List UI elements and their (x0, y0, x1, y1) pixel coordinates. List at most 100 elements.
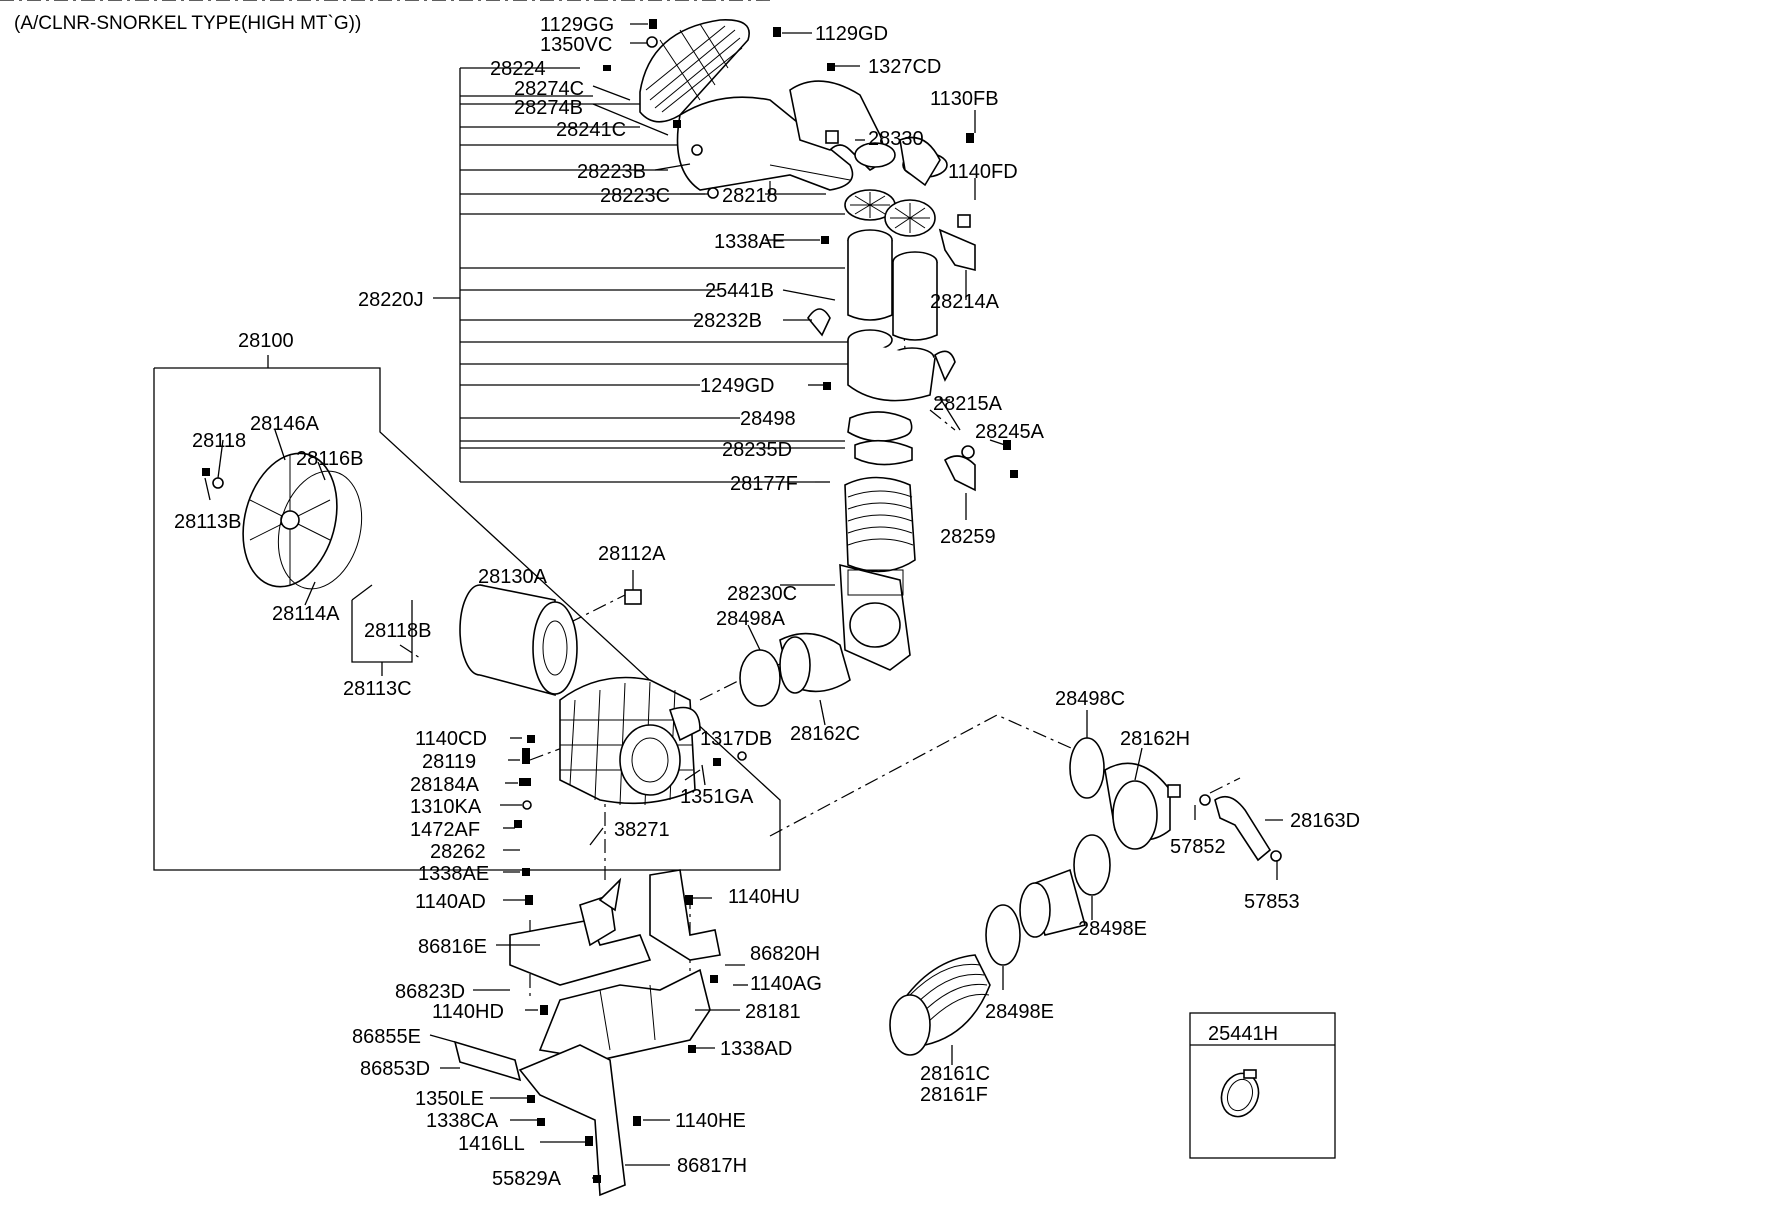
label-28498E-a: 28498E (1078, 918, 1147, 940)
label-1350LE: 1350LE (415, 1088, 484, 1110)
label-28181: 28181 (745, 1001, 801, 1023)
label-1327CD: 1327CD (868, 56, 941, 78)
snorkel-cover-grille (639, 19, 854, 191)
label-28162C: 28162C (790, 723, 860, 745)
label-57853: 57853 (1244, 891, 1300, 913)
label-28112A: 28112A (598, 543, 666, 565)
bellows-hose-28161C (889, 954, 991, 1056)
label-28163D: 28163D (1290, 810, 1360, 832)
label-1338AD: 1338AD (720, 1038, 792, 1060)
label-28116B: 28116B (296, 448, 363, 470)
inset-box-25441H (1189, 1012, 1336, 1159)
label-86820H: 86820H (750, 943, 820, 965)
label-28224: 28224 (490, 58, 546, 80)
label-57852: 57852 (1170, 836, 1226, 858)
clamp-28498E-lower (985, 904, 1021, 966)
label-28130A: 28130A (478, 566, 548, 588)
fastener-marks (202, 19, 1018, 1183)
part-labels: 1129GG 1350VC 1129GD 1327CD 1130FB 28224… (174, 14, 1360, 1190)
label-28113C: 28113C (343, 678, 412, 700)
label-28498A: 28498A (716, 608, 786, 630)
label-28161C: 28161C (920, 1063, 990, 1085)
label-1140HD: 1140HD (432, 1001, 504, 1023)
hose-28162C (739, 632, 851, 707)
clamp-28232B (807, 308, 956, 382)
label-25441H: 25441H (1208, 1023, 1278, 1045)
bracket-28259 (943, 445, 976, 492)
label-28230C: 28230C (727, 583, 797, 605)
label-1130FB: 1130FB (930, 88, 999, 110)
label-28161F: 28161F (920, 1084, 988, 1106)
clamp-28498C (1069, 737, 1105, 799)
label-28177F: 28177F (730, 473, 798, 495)
seal-28498 (847, 411, 913, 466)
label-28113B: 28113B (174, 511, 241, 533)
label-38271: 38271 (614, 819, 670, 841)
label-1140FD: 1140FD (948, 161, 1018, 183)
label-1129GG: 1129GG (540, 14, 614, 36)
hose-clamp-icon (1220, 1072, 1260, 1118)
label-28214A: 28214A (930, 291, 1000, 313)
label-28330: 28330 (868, 128, 924, 150)
label-28215A: 28215A (933, 393, 1003, 415)
label-86816E: 86816E (418, 936, 487, 958)
label-28241C: 28241C (556, 119, 626, 141)
filter-element-28130A (459, 584, 578, 697)
mount-bracket-86823D (509, 877, 652, 986)
mount-bracket-86820H (649, 869, 721, 961)
vent-fans-28218 (844, 189, 936, 237)
bracket-28214A (938, 214, 976, 272)
label-28262: 28262 (430, 841, 486, 863)
label-28274B: 28274B (514, 97, 583, 119)
label-28119: 28119 (422, 751, 476, 773)
label-28114A: 28114A (272, 603, 340, 625)
label-86817H: 86817H (677, 1155, 747, 1177)
label-86855E: 86855E (352, 1026, 421, 1048)
housing-28230C (839, 563, 911, 671)
label-1140AG: 1140AG (750, 973, 822, 995)
label-28223B: 28223B (577, 161, 646, 183)
mount-bracket-86817H (518, 1044, 626, 1197)
label-28118B: 28118B (364, 620, 431, 642)
label-86823D: 86823D (395, 981, 465, 1003)
label-28498C: 28498C (1055, 688, 1125, 710)
label-1351GA: 1351GA (680, 786, 754, 808)
hose-28162H (1104, 762, 1181, 850)
label-55829A: 55829A (492, 1168, 562, 1190)
label-86853D: 86853D (360, 1058, 430, 1080)
label-1129GD: 1129GD (815, 23, 888, 45)
label-1472AF: 1472AF (410, 819, 480, 841)
snorkel-head-28330 (789, 80, 948, 187)
label-1338AE-mid: 1338AE (418, 863, 489, 885)
snorkel-tubes (847, 229, 938, 402)
label-28118: 28118 (192, 430, 246, 452)
label-1140HE: 1140HE (675, 1110, 746, 1132)
air-cleaner-body (559, 676, 701, 806)
label-28274C: 28274C (514, 78, 584, 100)
label-1140AD: 1140AD (415, 891, 486, 913)
label-1416LL: 1416LL (458, 1133, 525, 1155)
label-1310KA: 1310KA (410, 796, 482, 818)
label-1317DB: 1317DB (700, 728, 772, 750)
label-28232B: 28232B (693, 310, 762, 332)
leader-lines (204, 23, 1283, 1179)
label-28498: 28498 (740, 408, 796, 430)
group-bracket-28220J (433, 67, 848, 483)
label-1350VC: 1350VC (540, 34, 612, 56)
hose-28163D (1199, 794, 1282, 862)
label-28162H: 28162H (1120, 728, 1190, 750)
group-frame-28100 (153, 355, 781, 871)
label-28184A: 28184A (410, 774, 480, 796)
label-1338AE-top: 1338AE (714, 231, 785, 253)
label-28218: 28218 (722, 185, 778, 207)
label-1338CA: 1338CA (426, 1110, 499, 1132)
bellows-28177F (844, 476, 916, 573)
cleaner-cap-28146A (242, 452, 363, 590)
label-28235D: 28235D (722, 439, 792, 461)
label-28220J: 28220J (358, 289, 424, 311)
mount-bracket-86853D (453, 1040, 522, 1082)
group-bracket-28113C (351, 584, 413, 676)
label-25441B: 25441B (705, 280, 774, 302)
clamp-28498E-upper (1073, 834, 1111, 896)
